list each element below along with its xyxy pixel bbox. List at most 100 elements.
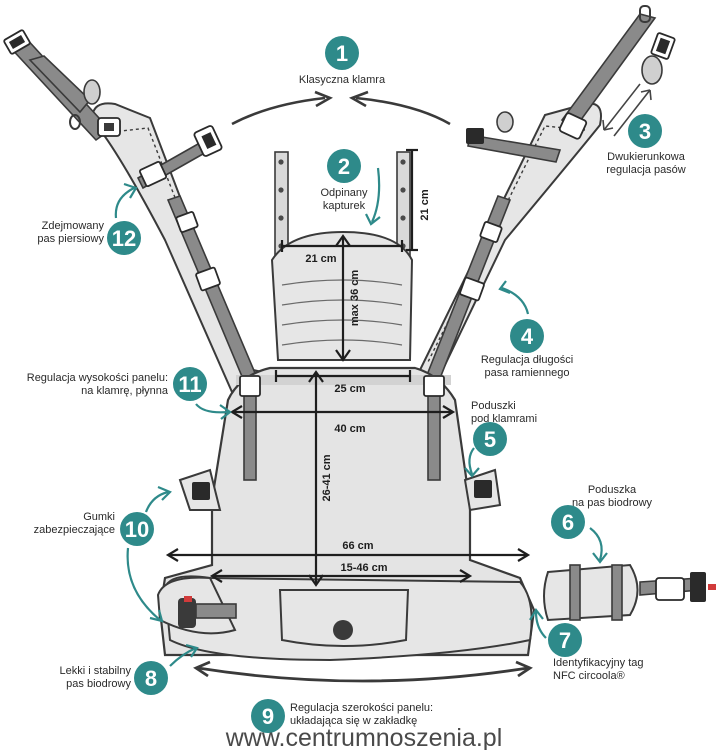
dim-waist-full-width-line bbox=[165, 548, 531, 562]
feature-2-arrowhead bbox=[365, 213, 381, 226]
right-strap-buckle bbox=[466, 112, 588, 144]
badge-6-number: 6 bbox=[562, 510, 574, 535]
feature-8-arrow bbox=[169, 646, 197, 667]
feature-9-arrow bbox=[197, 666, 529, 683]
badge-4-number: 4 bbox=[521, 324, 534, 349]
feature-6-label-line-2: na pas biodrowy bbox=[572, 497, 653, 509]
dim-panel-mid-width-line bbox=[229, 405, 456, 419]
badge-8-number: 8 bbox=[145, 666, 157, 691]
feature-5-label-line-2: pod klamrami bbox=[471, 413, 537, 425]
badge-1-number: 1 bbox=[336, 41, 348, 66]
right-buckle-pad bbox=[463, 468, 502, 512]
waist-belt-pad bbox=[543, 563, 716, 622]
right-strap-adjuster-2 bbox=[459, 276, 485, 302]
feature-12-arrow bbox=[114, 187, 135, 219]
badge-11-number: 11 bbox=[178, 372, 201, 397]
badge-8 bbox=[134, 661, 168, 695]
badge-7-number: 7 bbox=[559, 628, 571, 653]
dim-waist-adjust-width-label: 15-46 cm bbox=[340, 562, 387, 574]
feature-5-arrow bbox=[468, 447, 475, 475]
dim-panel-mid-width-label: 40 cm bbox=[334, 423, 365, 435]
feature-11-arrowhead bbox=[219, 404, 232, 420]
feature-4-arrow bbox=[501, 286, 530, 315]
feature-4-label-line-1: Regulacja długości bbox=[481, 354, 573, 366]
dim-hood-width-label: 21 cm bbox=[305, 253, 336, 265]
dim-hood-height-line bbox=[406, 148, 418, 252]
badge-10 bbox=[120, 512, 154, 546]
feature-1-arrow-right bbox=[355, 96, 451, 126]
feature-9-arrowhead-left bbox=[193, 660, 211, 678]
feature-3-label-line-2: regulacja pasów bbox=[606, 164, 686, 176]
feature-10-arrowhead-down bbox=[149, 609, 164, 623]
feature-7-label-line-1: Identyfikacyjny tag bbox=[553, 657, 644, 669]
badge-11 bbox=[173, 367, 207, 401]
dim-waist-adjust-width-line bbox=[209, 569, 473, 583]
left-strap-end-buckle bbox=[3, 29, 101, 130]
feature-6-arrow bbox=[589, 527, 603, 561]
badge-5 bbox=[473, 422, 507, 456]
feature-12-label-line-1: Zdejmowany bbox=[42, 220, 105, 232]
left-strap-adjuster-2 bbox=[195, 266, 221, 292]
dim-panel-height-line bbox=[308, 370, 324, 587]
dim-panel-top-width-line bbox=[274, 370, 412, 382]
feature-5-label-line-1: Poduszki bbox=[471, 400, 516, 412]
badge-4 bbox=[510, 319, 544, 353]
chest-strap bbox=[136, 125, 223, 190]
badge-9-number: 9 bbox=[262, 704, 274, 729]
dim-hood-panel-height-label: max 36 cm bbox=[349, 270, 361, 326]
feature-4-arrowhead bbox=[498, 280, 511, 295]
bidirectional-arrows bbox=[602, 83, 652, 137]
watermark: www.centrumnoszenia.pl bbox=[225, 724, 503, 750]
badge-3-number: 3 bbox=[639, 119, 651, 144]
feature-4-label-line-2: pasa ramiennego bbox=[484, 367, 569, 379]
badge-2-number: 2 bbox=[338, 154, 350, 179]
feature-7-arrow bbox=[534, 611, 547, 639]
dim-hood-panel-height-line bbox=[335, 234, 351, 362]
badge-5-number: 5 bbox=[484, 427, 496, 452]
feature-1-arrow-left bbox=[231, 96, 326, 126]
feature-2-label-line-1: Odpinany bbox=[320, 187, 368, 199]
feature-8-arrowhead bbox=[185, 643, 199, 658]
left-buckle-pad bbox=[178, 468, 222, 511]
badge-12 bbox=[107, 221, 141, 255]
badge-9 bbox=[251, 699, 285, 733]
feature-6-arrowhead bbox=[592, 552, 608, 564]
dim-waist-full-width-label: 66 cm bbox=[342, 540, 373, 552]
right-strap-adjuster-1 bbox=[479, 221, 503, 243]
feature-10-arrow-down bbox=[126, 547, 161, 621]
feature-7-label-line-2: NFC circoola® bbox=[553, 670, 625, 682]
badge-12-number: 12 bbox=[112, 226, 136, 251]
feature-10-label-line-2: zabezpieczające bbox=[34, 524, 115, 536]
badge-10-number: 10 bbox=[125, 517, 149, 542]
feature-10-arrowhead-up bbox=[157, 485, 172, 501]
right-strap-end-buckle bbox=[496, 5, 676, 133]
left-strap-adjuster-1 bbox=[175, 211, 199, 233]
left-strap-buckle bbox=[97, 117, 121, 137]
feature-1-arrowhead-right bbox=[348, 90, 369, 108]
badge-6 bbox=[551, 505, 585, 539]
feature-10-arrow-up bbox=[144, 490, 169, 513]
badge-2 bbox=[327, 149, 361, 183]
feature-1-label: Klasyczna klamra bbox=[299, 74, 386, 86]
dim-panel-height-label: 26-41 cm bbox=[321, 454, 333, 501]
feature-1-arrowhead-left bbox=[314, 90, 333, 108]
feature-11-label-line-1: Regulacja wysokości panelu: bbox=[27, 372, 168, 384]
feature-6-label-line-1: Poduszka bbox=[588, 484, 637, 496]
feature-8-label-line-2: pas biodrowy bbox=[66, 678, 131, 690]
feature-2-label-line-2: kapturek bbox=[323, 200, 366, 212]
feature-5-arrowhead bbox=[464, 467, 480, 478]
feature-9-arrowhead-right bbox=[515, 660, 533, 678]
waist-pocket bbox=[278, 589, 410, 647]
badge-3 bbox=[628, 114, 662, 148]
left-shoulder-strap bbox=[6, 34, 265, 394]
dim-hood-height-label: 21 cm bbox=[419, 189, 431, 220]
feature-8-label-line-1: Lekki i stabilny bbox=[59, 665, 131, 677]
feature-9-label-line-1: Regulacja szerokości panelu: bbox=[290, 702, 433, 714]
feature-11-label-line-2: na klamrę, płynna bbox=[81, 385, 169, 397]
feature-7-arrowhead bbox=[529, 608, 544, 621]
feature-11-arrow bbox=[195, 403, 229, 414]
dim-panel-top-width-label: 25 cm bbox=[334, 383, 365, 395]
feature-2-arrow bbox=[370, 167, 381, 223]
feature-9-label-line-2: układająca się w zakładkę bbox=[290, 715, 417, 727]
